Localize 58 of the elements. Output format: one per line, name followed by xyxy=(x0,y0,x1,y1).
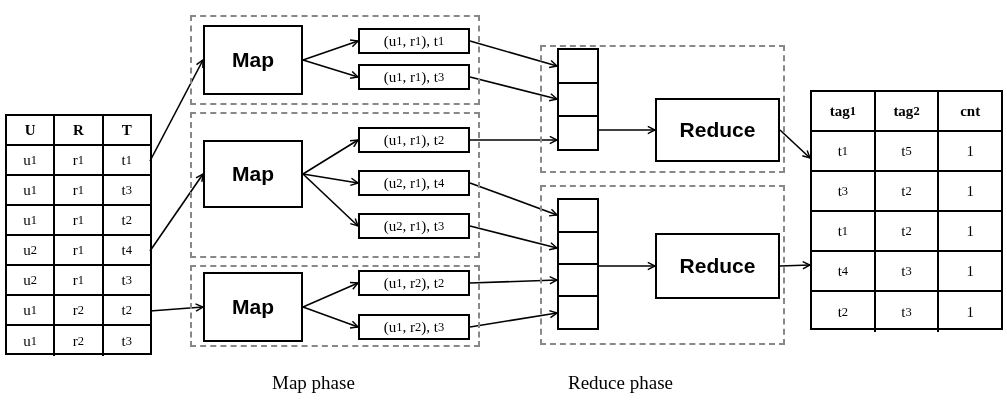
table-row xyxy=(7,266,150,296)
data-table xyxy=(5,114,152,355)
arrow xyxy=(302,281,359,308)
arrow xyxy=(469,275,558,285)
arrow xyxy=(302,59,359,80)
dashed-group-box xyxy=(540,45,785,173)
table-row xyxy=(7,206,150,236)
table-row xyxy=(7,146,150,176)
column-header: T xyxy=(120,120,133,140)
phase-label: Reduce phase xyxy=(568,372,673,394)
process-box: Map xyxy=(203,272,303,342)
column-header: U xyxy=(7,116,56,144)
table-row xyxy=(7,176,150,206)
process-box: Map xyxy=(203,25,303,95)
dashed-group-box xyxy=(190,112,480,258)
arrow xyxy=(149,303,204,312)
arrow xyxy=(598,125,656,135)
process-box: Reduce xyxy=(655,233,780,299)
table-cell-text: 1 xyxy=(965,141,975,161)
table-row xyxy=(812,212,1001,252)
dashed-group-box xyxy=(540,185,785,345)
arrow xyxy=(302,306,359,329)
table-cell-text: 1 xyxy=(965,302,975,322)
table-cell-text: 1 xyxy=(965,261,975,281)
table-cell-text: 1 xyxy=(965,221,975,241)
arrow xyxy=(598,261,656,271)
arrow xyxy=(149,59,204,162)
arrow xyxy=(469,182,558,217)
arrow xyxy=(469,135,558,145)
column-header: R xyxy=(55,116,104,144)
arrow xyxy=(302,173,359,187)
arrow xyxy=(779,260,811,270)
arrow xyxy=(469,225,558,251)
table-row xyxy=(7,236,150,266)
arrow xyxy=(302,139,359,175)
dashed-group-box xyxy=(190,265,480,347)
table-row xyxy=(812,252,1001,292)
phase-label: Map phase xyxy=(272,372,355,394)
table-row xyxy=(7,296,150,326)
arrow xyxy=(469,76,558,102)
arrow xyxy=(149,173,204,252)
data-table xyxy=(810,90,1003,330)
process-box: Map xyxy=(203,140,303,208)
table-header-row xyxy=(812,92,1001,132)
buffer-stack xyxy=(557,48,599,151)
process-box: Reduce xyxy=(655,98,780,162)
dashed-group-box xyxy=(190,15,480,105)
arrow xyxy=(469,309,558,328)
table-header-row xyxy=(7,116,150,146)
arrow xyxy=(469,40,558,69)
arrow xyxy=(779,129,811,159)
arrow xyxy=(302,39,359,61)
buffer-stack xyxy=(557,198,599,330)
table-row xyxy=(812,172,1001,212)
table-cell-text: 1 xyxy=(965,181,975,201)
arrow xyxy=(302,173,359,227)
table-row xyxy=(812,132,1001,172)
column-header: cnt xyxy=(959,101,982,121)
